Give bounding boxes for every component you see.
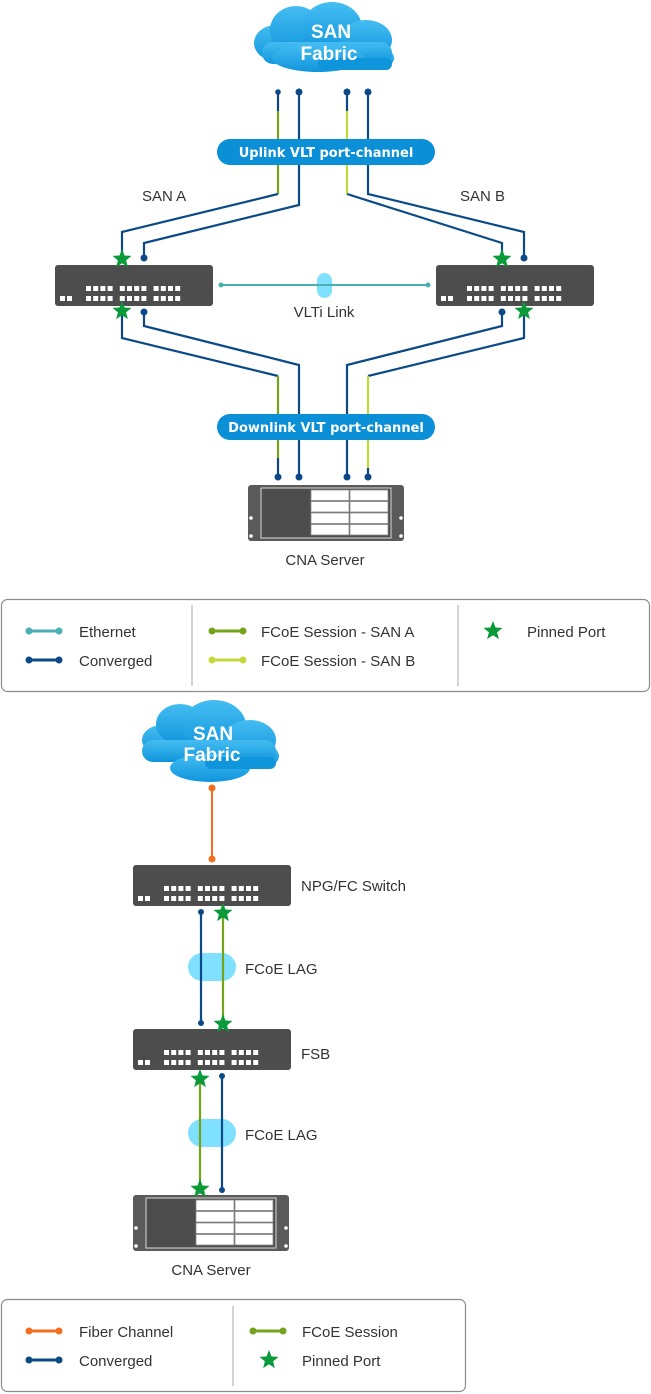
cna-server — [248, 485, 404, 541]
uplink-lines — [120, 92, 526, 258]
legend-item-fcoe-san-a: FCoE Session - SAN A — [208, 624, 414, 641]
legend-item-fiber-channel: Fiber Channel — [25, 1324, 173, 1341]
server-mount-holes — [249, 516, 403, 538]
san-b-label: SAN B — [460, 188, 505, 205]
cna-server-2 — [133, 1195, 289, 1251]
fcoe-lag-2: FCoE LAG — [188, 1073, 318, 1193]
legend-item-pinned-port: Pinned Port — [259, 1350, 381, 1370]
fsb-switch — [133, 1029, 291, 1070]
server-drive-bays — [310, 489, 389, 536]
pinned-port-star — [112, 301, 132, 320]
legend-label: Pinned Port — [302, 1353, 381, 1370]
server-mount-holes — [134, 1226, 288, 1248]
downlink-vlt-port-channel: Downlink VLT port-channel — [217, 414, 435, 440]
legend-label: FCoE Session - SAN B — [261, 653, 415, 670]
switch-ports — [138, 886, 259, 901]
legend-item-pinned-port: Pinned Port — [483, 621, 606, 641]
legend-label: Converged — [79, 653, 152, 670]
downlink-line-a1-top — [120, 312, 279, 378]
san-fabric-cloud-2: SAN Fabric — [142, 700, 279, 782]
pinned-port-star — [213, 903, 233, 922]
legend-vlt: Ethernet Converged FCoE Session - SAN A … — [0, 598, 651, 693]
legend-label: Ethernet — [79, 624, 137, 641]
downlink-line-b1 — [345, 312, 504, 477]
pinned-port-star — [492, 249, 512, 268]
fcoe-lag-1-label: FCoE LAG — [245, 961, 318, 978]
fiber-channel-link — [208, 784, 216, 863]
uplink-line-b2 — [366, 92, 526, 258]
cloud-label-line1: SAN — [311, 22, 351, 43]
downlink-label: Downlink VLT port-channel — [228, 421, 424, 436]
cloud-label-line2: Fabric — [300, 44, 357, 65]
switch-chassis — [436, 265, 594, 306]
legend-item-fcoe-session: FCoE Session — [249, 1324, 398, 1341]
switch-ports — [138, 1050, 259, 1065]
cloud-2-label-line1: SAN — [193, 724, 233, 745]
fsb-label: FSB — [301, 1046, 330, 1063]
downlink-line-a2 — [142, 312, 301, 477]
server-drive-bays — [195, 1199, 274, 1246]
fcoe-lag-2-label: FCoE LAG — [245, 1127, 318, 1144]
pinned-port-star — [213, 1014, 233, 1033]
legend-label: Pinned Port — [527, 624, 606, 641]
fcoe-lag-1: FCoE LAG — [188, 909, 318, 1026]
san-a-label: SAN A — [142, 188, 186, 205]
vlti-link: VLTi Link — [218, 273, 431, 321]
legend-item-fcoe-san-b: FCoE Session - SAN B — [208, 653, 415, 670]
legend-label: Converged — [79, 1353, 152, 1370]
switch-chassis — [133, 1029, 291, 1070]
pinned-port-star-icon — [259, 1350, 279, 1369]
switch-ports — [60, 286, 181, 301]
san-fabric-cloud: SAN Fabric — [254, 2, 394, 72]
downlink-endpoints — [140, 308, 506, 481]
switch-san-a — [55, 265, 213, 306]
uplink-line-a1-bottom — [120, 192, 279, 256]
npg-fc-switch-label: NPG/FC Switch — [301, 878, 406, 895]
downlink-lines — [120, 312, 526, 477]
uplink-label: Uplink VLT port-channel — [239, 146, 414, 161]
vlt-diagram: SAN Fabric Uplink VLT port- — [55, 2, 594, 569]
uplink-vlt-port-channel: Uplink VLT port-channel — [217, 139, 435, 165]
switch-chassis — [55, 265, 213, 306]
cna-server-label: CNA Server — [285, 552, 364, 569]
uplink-line-a2 — [142, 92, 301, 258]
vlti-label: VLTi Link — [294, 304, 355, 321]
legend-label: FCoE Session - SAN A — [261, 624, 414, 641]
downlink-line-b2-top — [367, 312, 526, 378]
pinned-port-star-icon — [483, 621, 503, 640]
legend-item-ethernet: Ethernet — [25, 624, 137, 641]
legend-item-converged: Converged — [25, 653, 152, 670]
pinned-port-star — [190, 1069, 210, 1088]
legend-fsb: Fiber Channel Converged FCoE Session Pin… — [0, 1298, 467, 1393]
legend-item-converged: Converged — [25, 1353, 152, 1370]
switch-san-b — [436, 265, 594, 306]
pinned-port-star — [514, 301, 534, 320]
uplink-endpoints — [140, 88, 528, 262]
switch-ports — [441, 286, 562, 301]
cna-server-2-label: CNA Server — [171, 1262, 250, 1279]
pinned-port-star — [112, 249, 132, 268]
legend-label: Fiber Channel — [79, 1324, 173, 1341]
switch-chassis — [133, 865, 291, 906]
legend-label: FCoE Session — [302, 1324, 398, 1341]
cloud-2-label-line2: Fabric — [183, 745, 240, 766]
pinned-port-star — [190, 1179, 210, 1198]
npg-fc-switch — [133, 865, 291, 906]
fsb-diagram: SAN Fabric NPG/FC Switch FCoE LAG FSB — [133, 700, 406, 1279]
